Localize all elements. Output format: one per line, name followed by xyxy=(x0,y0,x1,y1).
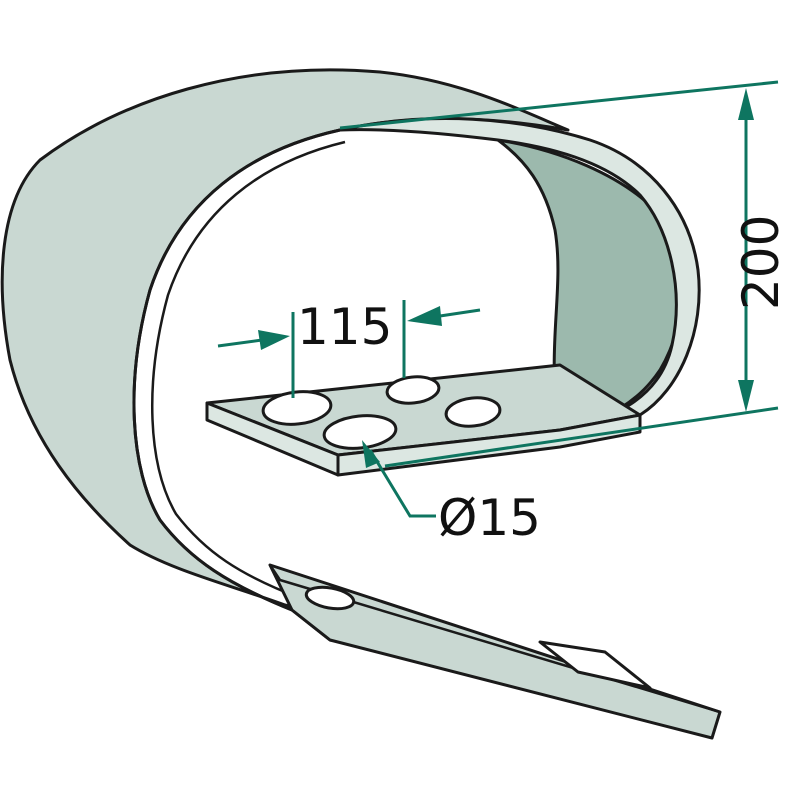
plate-hole-2 xyxy=(385,375,441,405)
hole-leader-arrow xyxy=(362,440,380,468)
hole-leader-line xyxy=(368,449,436,518)
plate-hole-4 xyxy=(444,396,502,428)
spacing-label: 115 xyxy=(297,298,392,356)
height-extension-top xyxy=(339,80,779,130)
spacing-arrow-left xyxy=(258,330,290,350)
height-arrow-top xyxy=(738,88,754,120)
tine-inner-surface xyxy=(496,138,684,432)
spacing-arrow-right-line xyxy=(439,308,481,318)
tail-hole xyxy=(304,585,356,611)
height-label: 200 xyxy=(732,215,790,310)
spacing-arrow-left-line xyxy=(217,338,263,348)
height-arrow-bottom xyxy=(738,380,754,412)
plate-hole-1 xyxy=(261,390,333,426)
height-extension-bottom xyxy=(384,406,779,468)
mounting-plate-side xyxy=(336,413,642,477)
spacing-arrow-right xyxy=(407,306,442,326)
tine-inner-rim-line-2 xyxy=(150,140,346,600)
tine-inner-rim-line xyxy=(132,128,341,612)
hole-diameter-label: Ø15 xyxy=(438,489,541,547)
tail-slot xyxy=(538,640,652,690)
plate-hole-3 xyxy=(322,414,398,450)
